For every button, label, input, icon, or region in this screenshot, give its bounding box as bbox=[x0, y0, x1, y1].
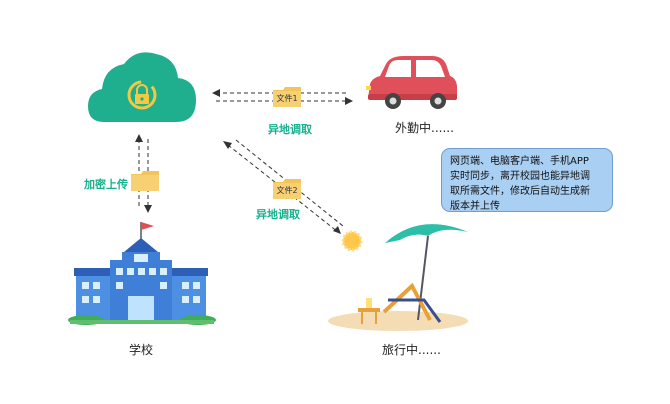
arrow-cloud-school bbox=[138, 139, 149, 208]
school-building-icon bbox=[68, 222, 216, 325]
out-of-office-label: 外勤中...... bbox=[395, 121, 454, 135]
folder-icon: 文件2 bbox=[272, 178, 302, 200]
encrypted-upload-label: 加密上传 bbox=[84, 178, 128, 191]
folder-icon bbox=[130, 170, 160, 192]
remote-access-label-1: 异地调取 bbox=[268, 123, 312, 136]
beach-chair-icon bbox=[328, 224, 468, 331]
note-line: 实时同步，离开校园也能异地调 bbox=[450, 171, 590, 182]
remote-access-label-2: 异地调取 bbox=[256, 208, 300, 221]
folder-icon: 文件1 bbox=[272, 86, 302, 108]
cloud-lock-icon bbox=[88, 52, 196, 123]
file2-label: 文件2 bbox=[276, 186, 298, 195]
traveling-label: 旅行中...... bbox=[382, 343, 441, 357]
note-line: 版本并上传 bbox=[450, 201, 500, 212]
arrowhead-up-left bbox=[223, 141, 232, 149]
file1-label: 文件1 bbox=[276, 94, 298, 103]
arrowhead-left bbox=[212, 89, 220, 97]
arrowhead-down bbox=[144, 205, 152, 213]
sync-description-note: 网页端、电脑客户端、手机APP 实时同步，离开校园也能异地调 取所需文件，修改后… bbox=[441, 148, 613, 212]
note-line: 网页端、电脑客户端、手机APP bbox=[450, 156, 589, 167]
arrowhead-down-right bbox=[333, 226, 341, 234]
note-line: 取所需文件，修改后自动生成新 bbox=[450, 186, 590, 197]
sun-icon bbox=[341, 230, 363, 252]
car-icon bbox=[366, 56, 457, 109]
arrowhead-up bbox=[135, 134, 143, 142]
arrowhead-right bbox=[345, 97, 353, 105]
school-label: 学校 bbox=[129, 343, 154, 357]
